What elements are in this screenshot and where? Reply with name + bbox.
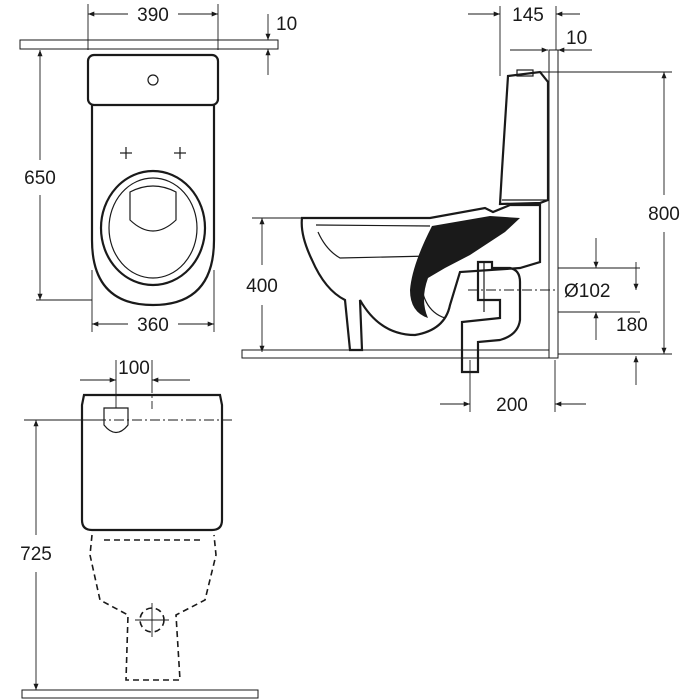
front-view-floor [21, 689, 259, 699]
front-view-flush-icon [103, 407, 129, 434]
dim-650: 650 [24, 50, 92, 301]
dim-10-side: 10 [510, 28, 592, 53]
dim-100: 100 [80, 358, 190, 408]
dim-145-label: 145 [512, 5, 544, 26]
dim-400: 400 [246, 217, 302, 352]
dim-800-label: 800 [648, 204, 680, 225]
dim-180-label: 180 [616, 315, 648, 336]
dim-650-label: 650 [24, 168, 56, 189]
dim-10-top: 10 [265, 14, 297, 75]
dim-diameter-102-label: Ø102 [564, 281, 610, 302]
top-view-bowl [90, 105, 216, 307]
side-view-wall [548, 49, 559, 359]
dim-390: 390 [87, 4, 219, 50]
top-view-seat [99, 169, 207, 287]
top-view: 390 10 650 360 [19, 4, 297, 336]
front-view-outlet-icon [135, 603, 169, 637]
top-view-bowl-opening [129, 185, 177, 232]
side-view-trap [410, 216, 520, 318]
side-view-bowl [300, 203, 542, 352]
side-view: 145 10 800 400 Ø102 [241, 5, 680, 416]
side-view-floor [241, 349, 555, 359]
fixing-point-icon [120, 147, 186, 159]
top-view-seat-inner [108, 177, 198, 279]
dim-200-label: 200 [496, 395, 528, 416]
dim-400-label: 400 [246, 276, 278, 297]
front-view: 100 725 [20, 358, 259, 699]
top-view-wall [19, 39, 279, 50]
dim-10-side-label: 10 [566, 28, 587, 49]
flush-button-icon [147, 74, 159, 86]
front-view-bowl-dashed [89, 534, 217, 681]
dim-800: 800 [540, 71, 680, 355]
front-view-cistern [80, 393, 224, 532]
side-view-cistern [498, 70, 550, 206]
side-view-flush-button [516, 69, 534, 77]
dim-10-top-label: 10 [276, 14, 297, 35]
dim-390-label: 390 [137, 5, 169, 26]
top-view-cistern [86, 53, 220, 107]
dim-360: 360 [91, 270, 215, 336]
dim-725: 725 [20, 419, 96, 690]
dim-200: 200 [440, 380, 586, 416]
dim-145: 145 [468, 5, 580, 76]
dim-100-label: 100 [118, 358, 150, 379]
dim-180: 180 [616, 262, 648, 385]
dim-725-label: 725 [20, 544, 52, 565]
dim-diameter-102: Ø102 [558, 238, 640, 340]
dim-360-label: 360 [137, 315, 169, 336]
